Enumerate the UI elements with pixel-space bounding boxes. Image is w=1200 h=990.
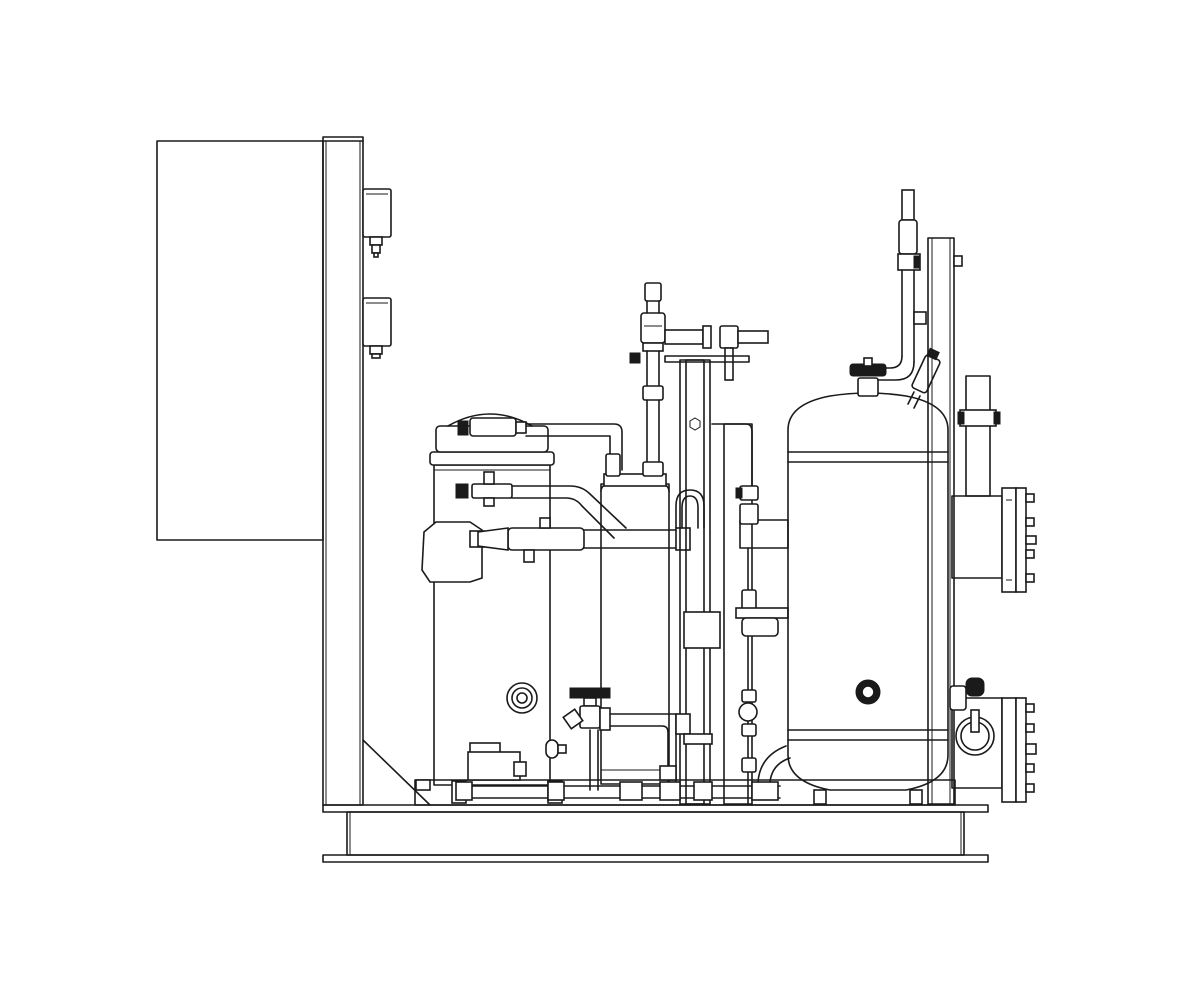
ball-valve [545,687,713,791]
flanged-connections [949,375,1037,803]
solenoid-valve-lower [362,297,392,359]
right-upright [927,237,963,805]
bottom-manifold [415,745,791,801]
receiver-riser [875,189,941,409]
receiver-tank [787,357,949,805]
compressor [421,413,563,804]
filter-drier-line [664,355,789,805]
control-box [156,140,324,541]
solenoid-valve-upper [362,188,392,258]
base-frame [322,779,989,863]
